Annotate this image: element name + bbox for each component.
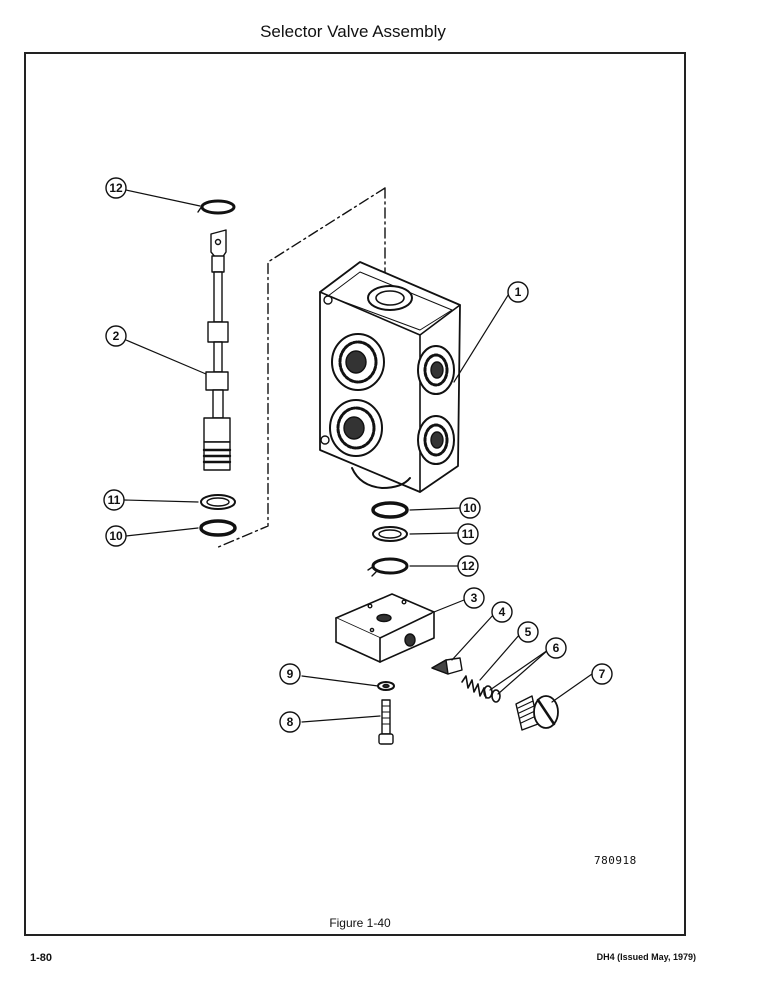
callout-3: 3 — [463, 587, 485, 609]
callout-number: 2 — [113, 329, 120, 343]
callout-number: 7 — [599, 667, 606, 681]
callout-7: 7 — [591, 663, 613, 685]
callout-10-left: 10 — [105, 525, 127, 547]
callout-11-left: 11 — [103, 489, 125, 511]
plunger — [431, 657, 463, 675]
callout-number: 4 — [499, 605, 506, 619]
page-title: Selector Valve Assembly — [260, 22, 446, 41]
callout-12-right: 12 — [457, 555, 479, 577]
spool-part — [202, 229, 232, 471]
callout-number: 5 — [525, 625, 532, 639]
callout-number: 12 — [109, 181, 123, 195]
backup-ring-right — [372, 526, 408, 542]
callout-2: 2 — [105, 325, 127, 347]
callout-11-right: 11 — [457, 523, 479, 545]
callout-number: 8 — [287, 715, 294, 729]
leader-lines — [123, 189, 593, 723]
callout-number: 11 — [108, 493, 121, 507]
snap-ring-left — [197, 199, 236, 215]
callout-number: 6 — [553, 641, 560, 655]
callout-number: 10 — [109, 529, 123, 543]
page-number: 1-80 — [30, 952, 53, 964]
callout-6: 6 — [545, 637, 567, 659]
callout-8: 8 — [279, 711, 301, 733]
small-washer — [377, 681, 395, 691]
figure-caption: Figure 1-40 — [329, 916, 391, 930]
callout-number: 11 — [462, 527, 475, 541]
callout-number: 12 — [461, 559, 475, 573]
callout-1: 1 — [507, 281, 529, 303]
callout-4: 4 — [491, 601, 513, 623]
detent-block — [335, 593, 435, 663]
callout-9: 9 — [279, 663, 301, 685]
callout-10-right: 10 — [459, 497, 481, 519]
callout-number: 9 — [287, 667, 294, 681]
plug-screw — [515, 695, 559, 731]
callout-number: 3 — [471, 591, 478, 605]
callouts: 12 2 11 10 1 10 11 12 3 4 5 6 7 9 8 — [103, 177, 613, 733]
figure-frame — [24, 52, 686, 936]
drawing-number: 780918 — [594, 854, 637, 867]
o-ring-left — [199, 519, 237, 537]
callout-5: 5 — [517, 621, 539, 643]
callout-12-left: 12 — [105, 177, 127, 199]
spring — [461, 675, 487, 699]
callout-number: 10 — [463, 501, 477, 515]
washers — [483, 685, 501, 703]
snap-ring-right — [367, 557, 409, 577]
valve-body — [319, 261, 461, 493]
backup-ring-left — [200, 494, 236, 510]
callout-number: 1 — [515, 285, 522, 299]
cap-screw — [378, 699, 394, 745]
o-ring-right — [371, 501, 409, 519]
document-reference: DH4 (Issued May, 1979) — [596, 952, 696, 962]
